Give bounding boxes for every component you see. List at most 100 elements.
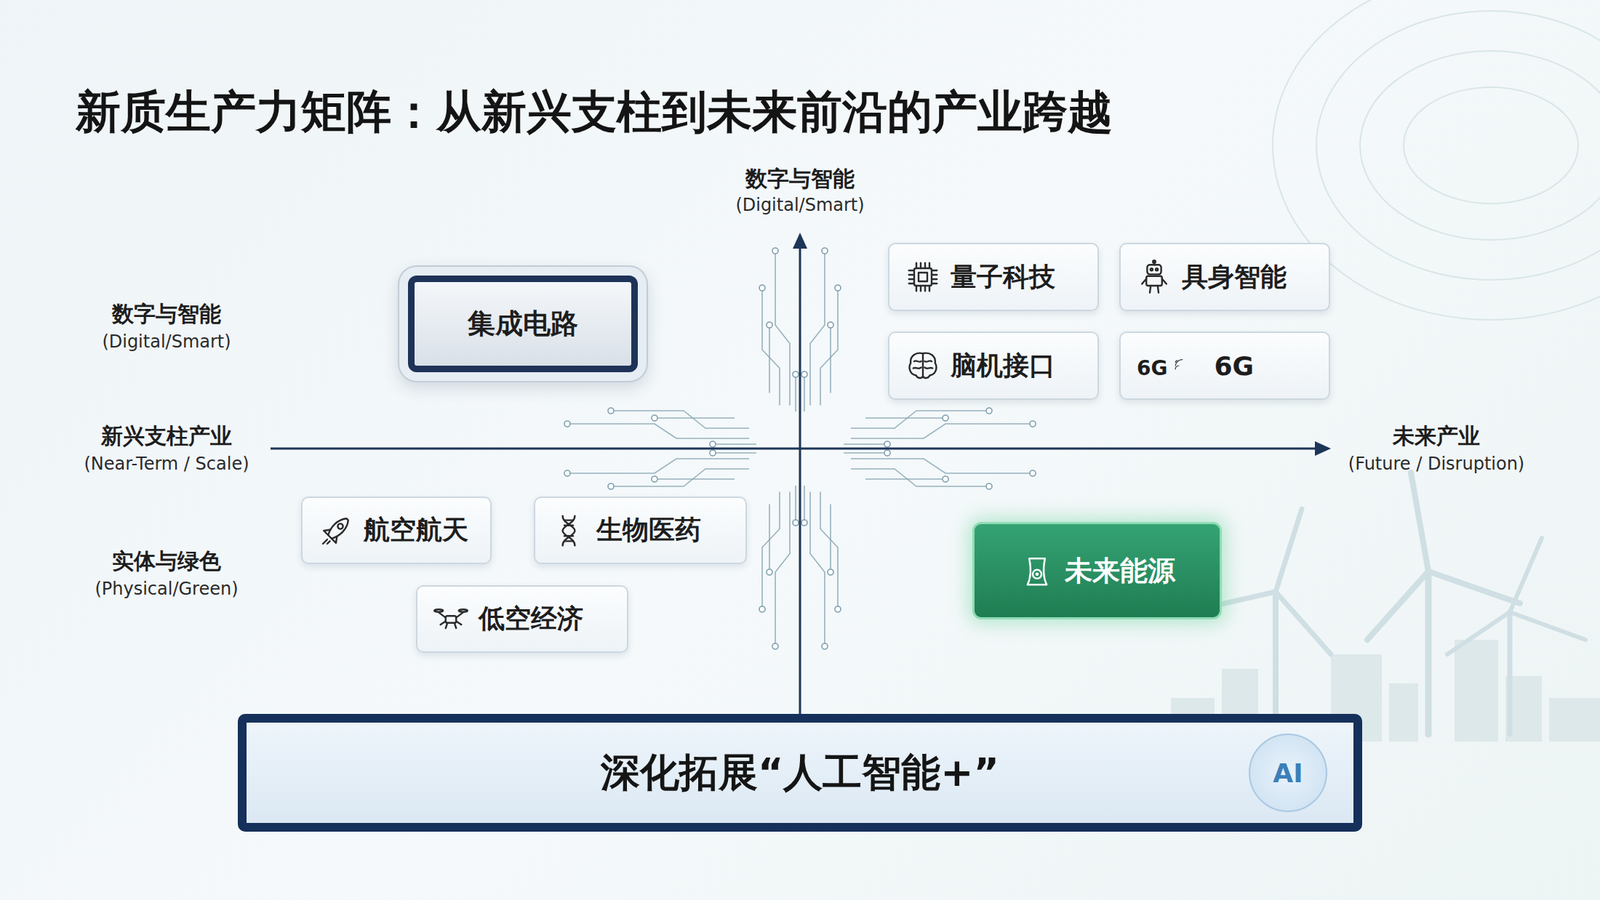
foundation-band: 深化拓展“人工智能+” AI [237,714,1363,832]
vertical-axis [799,245,802,715]
trace-dot [766,569,773,576]
trace-dot [942,415,949,422]
industry-box: 脑机接口 [888,331,1099,400]
circuit-trace [803,374,806,412]
axis-sublabel: (Digital/Smart) [101,331,231,352]
signal-icon: 6G [1136,351,1190,381]
trace-dot [759,285,766,291]
circuit-trace [775,492,790,648]
axis-sublabel: (Digital/Smart) [735,194,864,216]
trace-dot [564,470,571,477]
circuit-trace [829,325,832,394]
circuit-trace [820,288,838,406]
axis-label: 实体与绿色 [112,546,222,577]
circuit-trace [820,492,838,611]
trace-dot [821,643,828,650]
circuit-trace [850,458,1033,474]
circuit-trace [567,458,750,474]
circuit-trace [850,424,1033,439]
title: 新质生产力矩阵：从新兴支柱到未来前沿的产业跨越 [75,81,1113,143]
circuit-trace [865,478,946,480]
circuit-trace [712,452,757,454]
icon [433,602,469,638]
axis-label: 数字与智能 [112,299,222,330]
axis-arrowhead [1314,441,1331,456]
circuit-trace [712,443,757,446]
icon-text: AI [1272,758,1303,789]
axis-sublabel: (Near-Term / Scale) [83,453,249,475]
trace-dot [1029,421,1036,427]
circuit-trace [850,410,990,429]
axes [270,232,1331,715]
trace-dot [759,606,766,613]
circuit-trace [865,417,946,419]
trace-dot [827,322,834,328]
industry-box: 6G6G [1119,331,1331,400]
icon [1167,351,1190,381]
industry-box: 生物医药 [533,496,747,565]
trace-dot [651,476,658,483]
icon [551,513,587,549]
icon [905,348,941,384]
circuit-trace [762,288,780,406]
trace-dot [792,371,799,378]
circuit-trace [654,478,735,480]
circuit-trace [762,492,780,611]
industry-box: 集成电路 [408,275,638,373]
trace-dot [766,322,773,328]
box-text: 集成电路 [467,305,579,343]
trace-dot [801,371,808,378]
box-text: 脑机接口 [950,348,1056,384]
circuit-trace [768,325,771,394]
circuit-trace [654,417,735,419]
axis-label: 未来产业 [1392,421,1480,452]
trace-dot [884,441,891,448]
circuit-trace [768,504,771,574]
circuit-trace [610,410,750,429]
trace-dot [651,415,658,422]
trace-dot [884,450,891,456]
box-text: 未来能源 [1064,552,1176,590]
trace-dot [608,483,614,490]
axis-label: 新兴支柱产业 [101,421,232,452]
icon [1136,259,1172,295]
trace-dot [772,643,779,650]
box-text: 量子科技 [950,259,1056,296]
box-text: 低空经济 [478,601,584,638]
circuit-trace [775,250,790,406]
circuit-trace [810,492,825,648]
industry-box: 具身智能 [1119,242,1331,312]
industry-box: 航空航天 [301,496,492,565]
axis-sublabel: (Physical/Green) [94,578,238,600]
wind-turbines [1192,472,1586,735]
icon [905,259,941,295]
circuit-trace [794,374,797,412]
horizontal-axis [270,448,1320,451]
box-text: 生物医药 [596,512,702,549]
trace-dot [942,476,949,483]
trace-dot [834,285,841,291]
circuit-trace [567,424,750,439]
trace-dot [709,450,716,456]
trace-dot [986,408,992,414]
icon [1019,553,1055,589]
trace-dot [834,606,841,613]
trace-dot [801,520,808,526]
trace-dot [821,248,828,254]
axis-label: 数字与智能 [745,164,855,195]
ai-icon: AI [1248,733,1328,813]
trace-dot [564,421,571,427]
circuit-trace [829,504,832,574]
circuit-trace [850,469,990,487]
circuit-trace [843,443,888,446]
highlight-box: 未来能源 [972,522,1222,620]
box-text: 深化拓展“人工智能+” [600,746,1000,800]
icon-text: 6G [1136,356,1168,381]
industry-box: 量子科技 [888,242,1099,312]
box-text: 航空航天 [363,512,469,549]
industry-box: 低空经济 [416,585,629,654]
circuit-trace [794,485,797,523]
trace-dot [709,441,716,448]
axis-sublabel: (Future / Disruption) [1348,453,1525,475]
